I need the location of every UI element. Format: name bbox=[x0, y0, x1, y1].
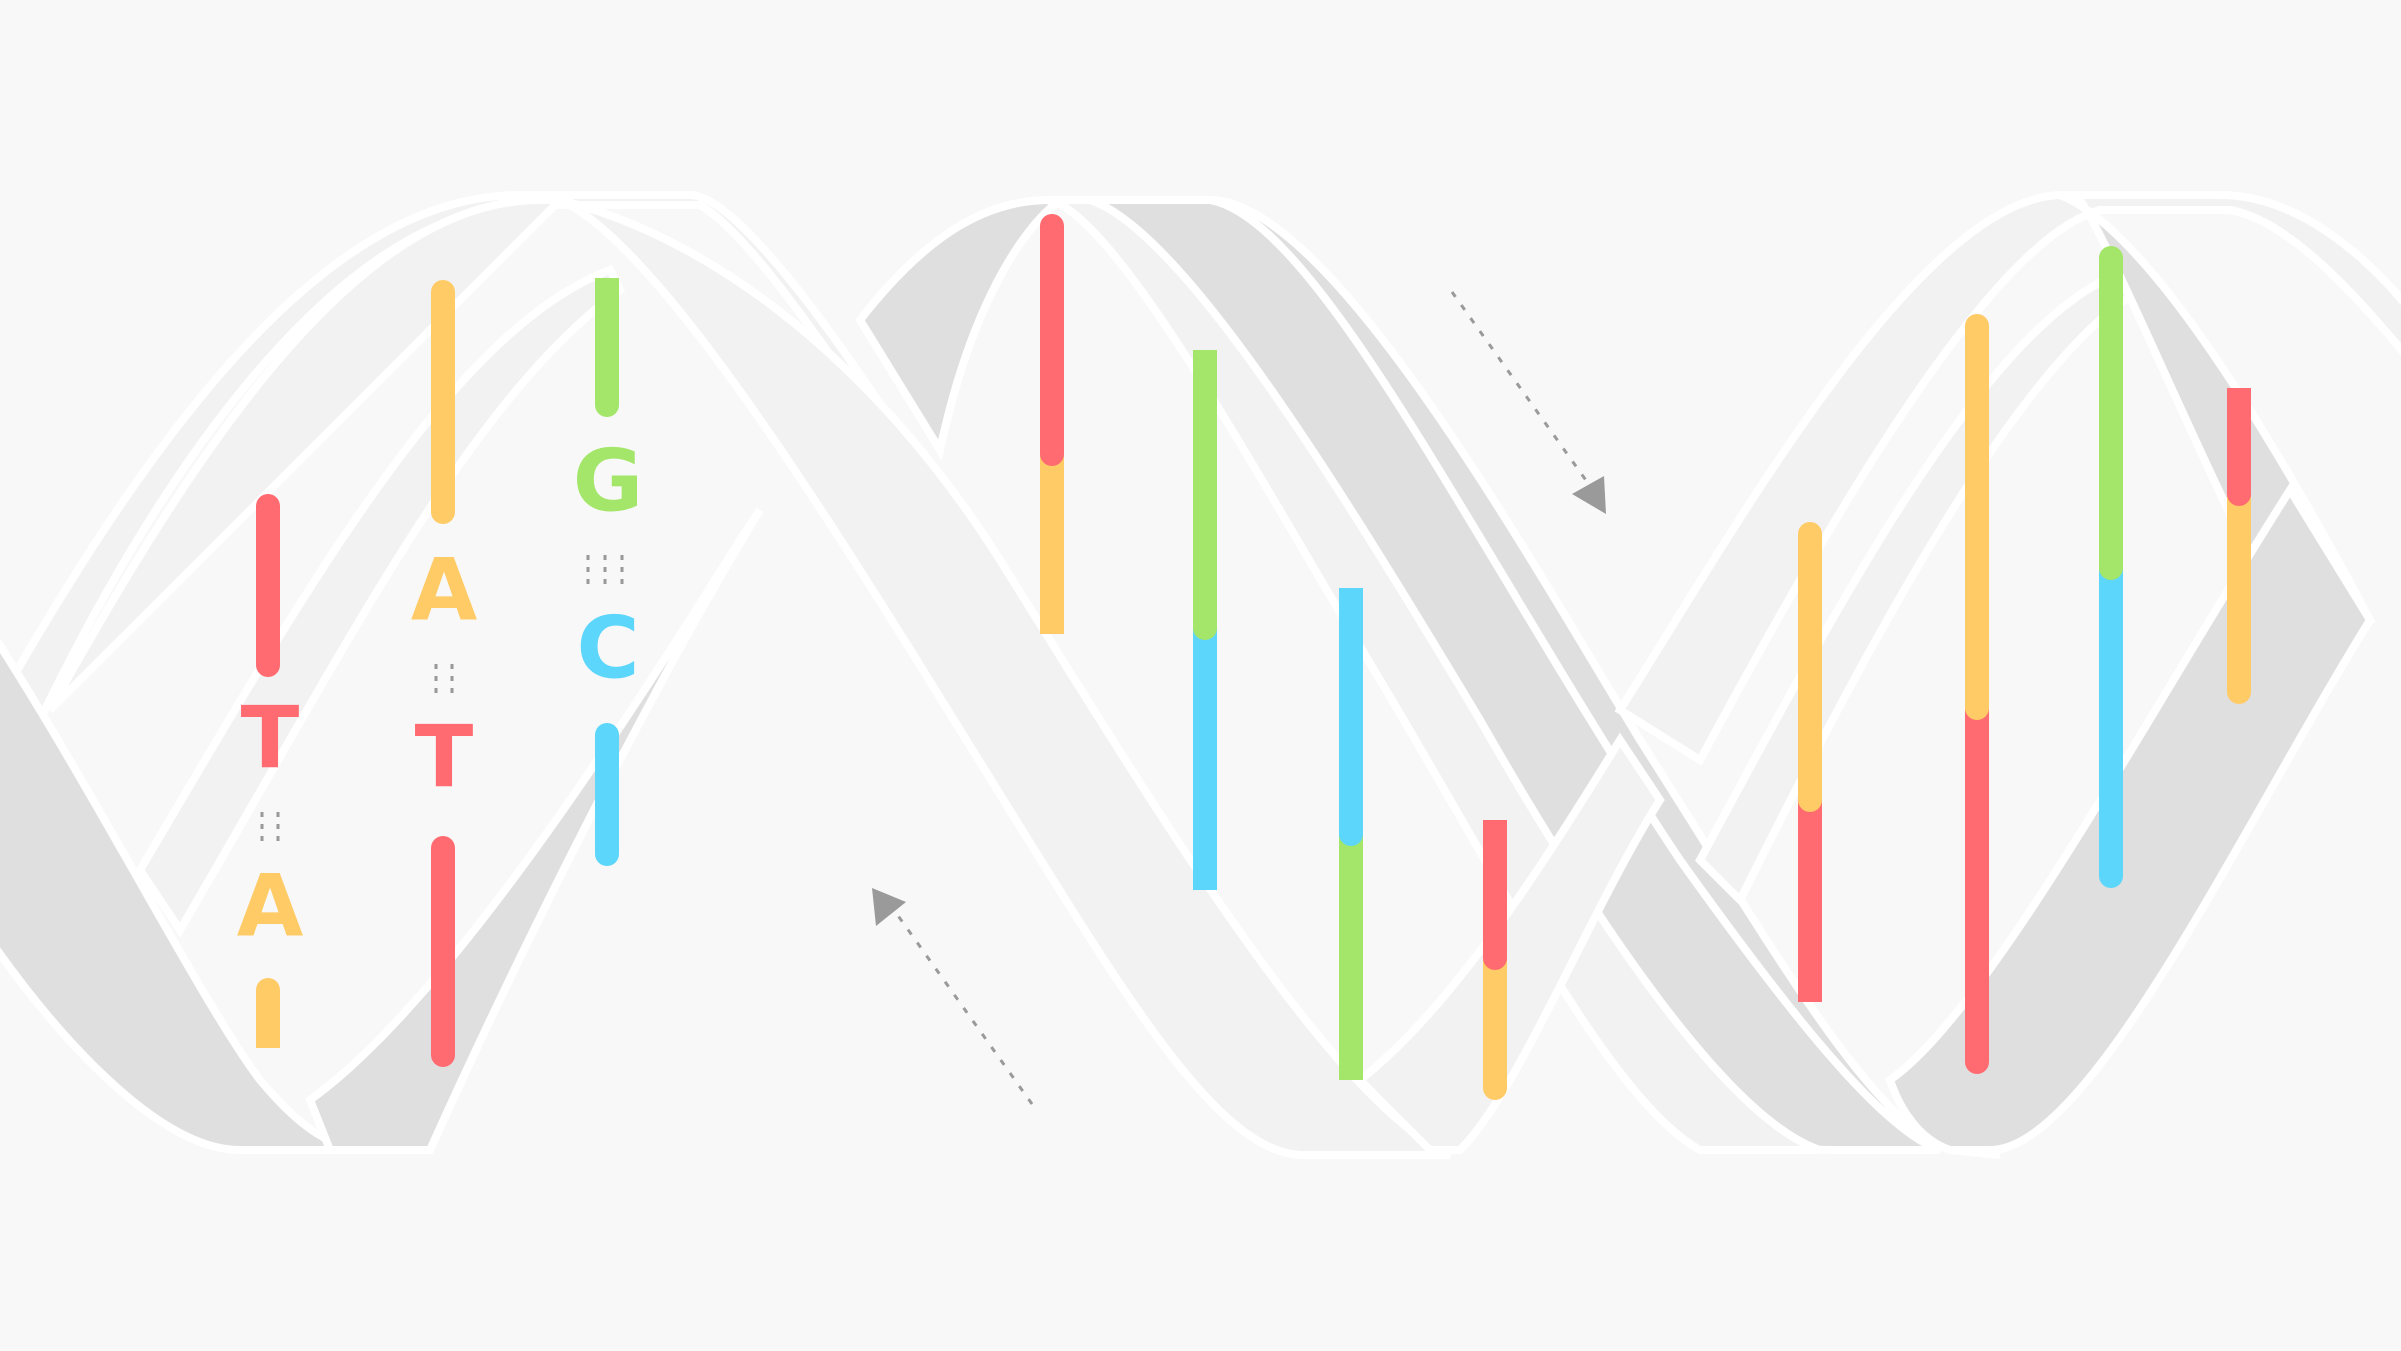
base-rod-C bbox=[2099, 568, 2123, 876]
base-pair-rods bbox=[256, 214, 2251, 1100]
base-rod-A bbox=[1965, 326, 1989, 708]
base-rod-G bbox=[1193, 350, 1217, 628]
base-rod-junction bbox=[1339, 822, 1363, 846]
base-rod-C bbox=[1339, 588, 1363, 834]
base-rod-T-cap bbox=[431, 836, 455, 860]
base-rod-T bbox=[1483, 820, 1507, 958]
base-rod-A bbox=[431, 292, 455, 512]
base-letter-A: A bbox=[237, 856, 304, 956]
base-rod-C-cap bbox=[2099, 864, 2123, 888]
base-rod-T-cap bbox=[256, 653, 280, 677]
base-rod-junction bbox=[2099, 556, 2123, 580]
strand-ribbon-light-right bbox=[1614, 191, 2401, 766]
strand-ribbon-dark-mid bbox=[855, 196, 1072, 461]
arrow-head-down-icon bbox=[1572, 476, 1606, 514]
base-rod-junction bbox=[1965, 696, 1989, 720]
base-letter-C: C bbox=[576, 598, 639, 698]
strand-ribbon-light-center bbox=[1048, 196, 1822, 1154]
base-rod-A-cap bbox=[431, 500, 455, 524]
labeled-pair-2: A T bbox=[411, 540, 478, 807]
base-rod-T bbox=[431, 848, 455, 1055]
base-rod-C bbox=[1193, 628, 1217, 890]
strand-ribbon-light-a bbox=[46, 195, 1452, 1159]
base-letter-T: T bbox=[415, 707, 474, 807]
strand-ribbon-dark-left bbox=[0, 638, 381, 1154]
labeled-pair-1: T A bbox=[237, 688, 304, 956]
base-rod-T-cap bbox=[1965, 1050, 1989, 1074]
base-rod-junction bbox=[1483, 946, 1507, 970]
base-rod-junction bbox=[1193, 616, 1217, 640]
base-rod-G bbox=[2099, 258, 2123, 568]
base-rod-A bbox=[1040, 454, 1064, 634]
base-rod-T bbox=[1040, 226, 1064, 454]
base-rod-T-cap bbox=[1040, 214, 1064, 238]
strand-ribbon-light-left-up bbox=[305, 507, 764, 1154]
base-rod-A bbox=[1483, 958, 1507, 1088]
arrow-head-up-icon bbox=[872, 888, 906, 926]
strand-ribbon-light-left-mid bbox=[135, 264, 626, 938]
base-rod-A-cap bbox=[1965, 314, 1989, 338]
base-rod-junction bbox=[2227, 482, 2251, 506]
base-rod-T bbox=[1965, 708, 1989, 1062]
base-rod-G bbox=[1339, 834, 1363, 1080]
base-rod-C-cap bbox=[595, 723, 619, 747]
base-rod-T-cap bbox=[256, 494, 280, 518]
base-rod-A-cap bbox=[2227, 680, 2251, 704]
base-rod-A-cap bbox=[1483, 1076, 1507, 1100]
base-rod-G bbox=[595, 278, 619, 405]
base-rod-G-cap bbox=[595, 393, 619, 417]
base-rod-A-cap bbox=[1798, 522, 1822, 546]
base-rod-A bbox=[2227, 494, 2251, 692]
base-rod-T-cap bbox=[431, 1043, 455, 1067]
base-letter-T: T bbox=[241, 688, 300, 788]
base-rod-junction bbox=[1040, 442, 1064, 466]
base-rod-A-cap bbox=[431, 280, 455, 304]
direction-arrow-down bbox=[1450, 291, 1606, 514]
base-letter-G: G bbox=[573, 431, 644, 531]
base-rod-C bbox=[595, 735, 619, 854]
base-rod-G-cap bbox=[2099, 246, 2123, 270]
base-rod-junction bbox=[1798, 788, 1822, 812]
direction-arrow-up bbox=[872, 888, 1034, 1105]
labeled-pair-3: G C bbox=[573, 431, 644, 698]
base-rod-A-cap bbox=[256, 978, 280, 1002]
base-rod-A bbox=[1798, 534, 1822, 800]
base-rod-T bbox=[2227, 388, 2251, 494]
base-rod-C-cap bbox=[595, 842, 619, 866]
base-rod-T bbox=[1798, 800, 1822, 1002]
base-rod-T bbox=[256, 506, 280, 665]
base-letter-A: A bbox=[411, 540, 478, 640]
